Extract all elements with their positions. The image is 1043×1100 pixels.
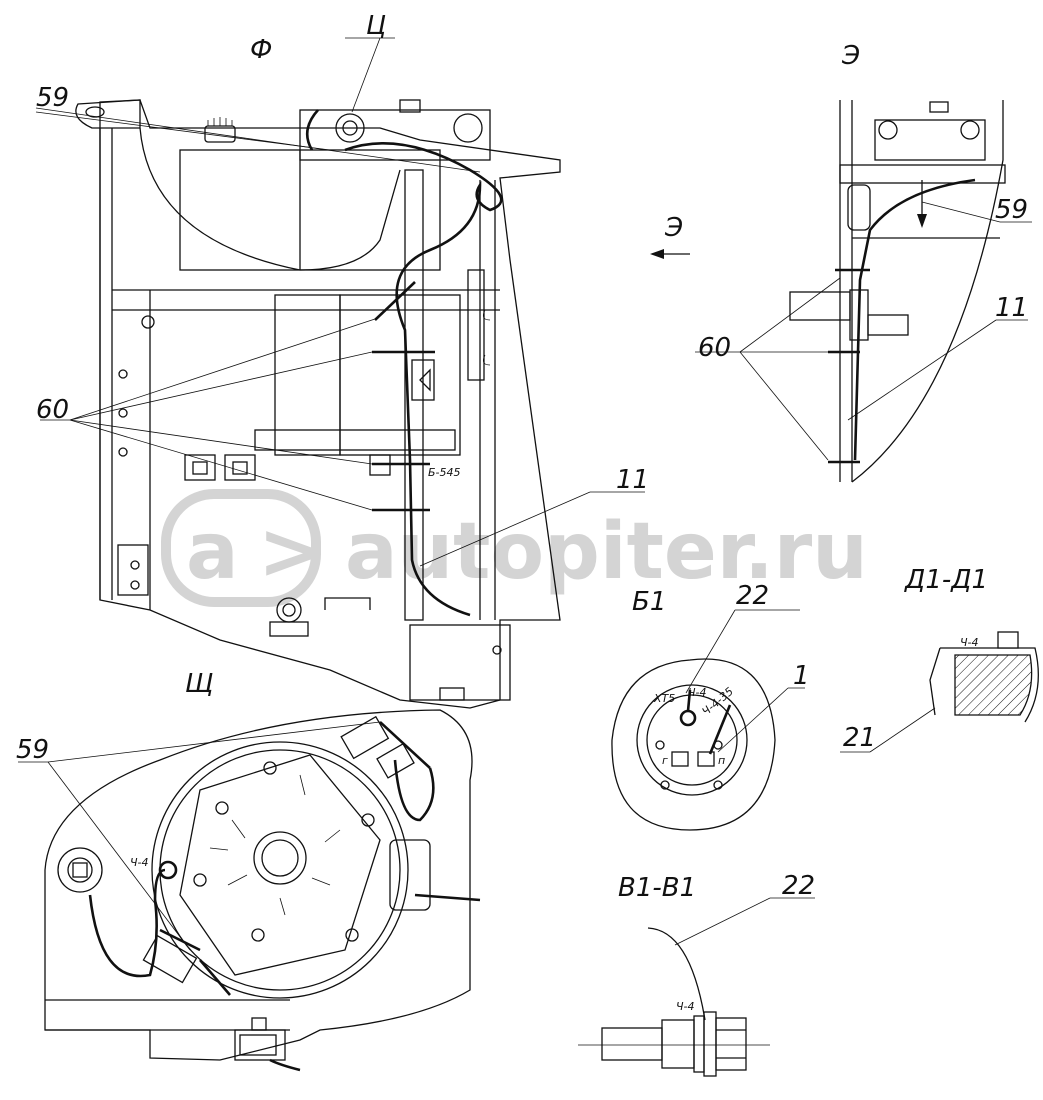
label-p: п: [718, 754, 725, 767]
lower-view: Щ: [16, 669, 481, 1072]
section-d1: Д1-Д1 21 Ч-4: [840, 565, 1039, 753]
view-label-sch: Щ: [185, 669, 213, 699]
callout-side-11: 11: [995, 293, 1028, 323]
section-v1: В1-В1 22 Ч-4: [578, 871, 815, 1077]
label-xt5: ХТ5: [653, 692, 675, 705]
callout-b1-1: 1: [793, 661, 810, 691]
callout-main-59: 59: [36, 83, 69, 113]
view-label-b1: Б1: [632, 587, 666, 617]
callout-v1-22: 22: [782, 871, 815, 901]
detail-b1: Б1 22 1 ХТ5 Ч-4 Ч-4-35 г п: [611, 581, 810, 831]
label-ch4-d1: Ч-4: [960, 636, 979, 649]
watermark: a > autopiter.ru: [161, 489, 868, 607]
callout-b1-22: 22: [736, 581, 769, 611]
label-ch4-lower: Ч-4: [130, 856, 149, 869]
main-view: Ф Ц 59 60 11 Б-545 Э: [35, 11, 690, 709]
view-label-e: Э: [841, 41, 860, 71]
side-view: Э 59 11 60: [695, 41, 1032, 483]
section-arrow-label: Э: [664, 213, 683, 243]
callout-side-59: 59: [995, 195, 1028, 225]
view-label-c: Ц: [366, 11, 386, 41]
view-label-d1: Д1-Д1: [904, 565, 988, 595]
callout-lower-59: 59: [16, 735, 49, 765]
watermark-logo-arrow: >: [258, 507, 323, 597]
view-label-v1: В1-В1: [618, 873, 696, 903]
view-label-f: Ф: [250, 35, 272, 65]
label-g: г: [662, 754, 668, 767]
label-ch4-b1: Ч-4: [688, 686, 707, 699]
watermark-logo-a: a: [186, 507, 239, 597]
callout-d1-21: 21: [843, 723, 876, 753]
callout-side-60: 60: [698, 333, 731, 363]
label-ch4-v1: Ч-4: [676, 1000, 695, 1013]
callout-main-11: 11: [616, 465, 649, 495]
callout-main-60: 60: [36, 395, 69, 425]
watermark-text: autopiter.ru: [345, 507, 868, 597]
label-b545: Б-545: [428, 466, 461, 479]
